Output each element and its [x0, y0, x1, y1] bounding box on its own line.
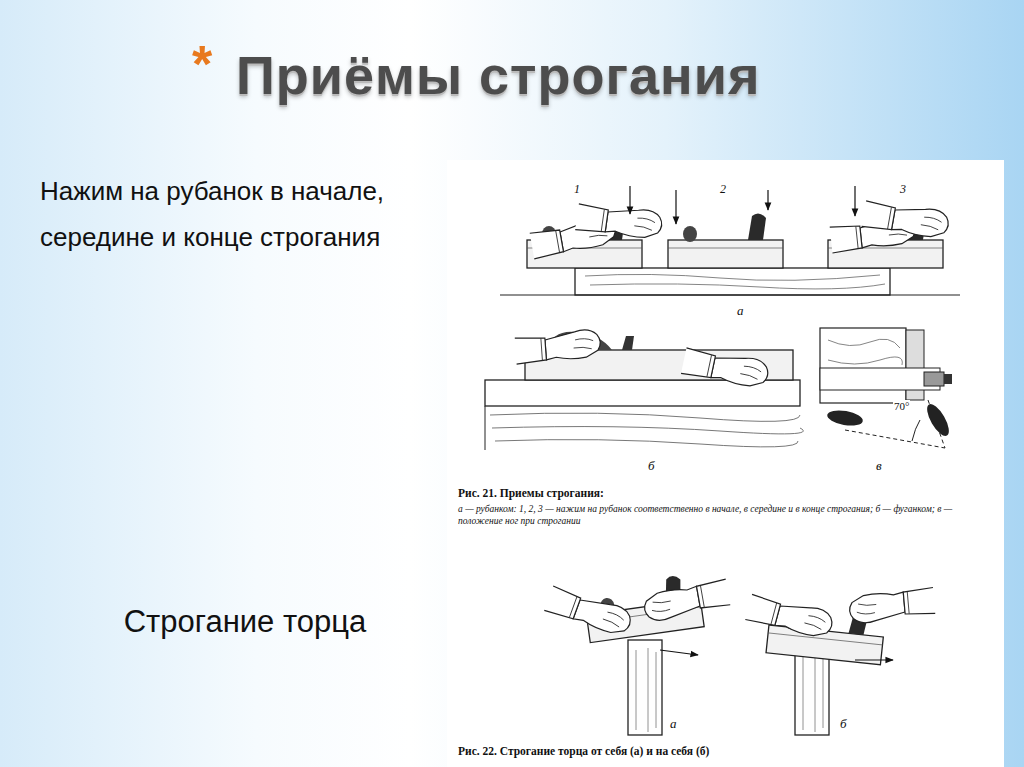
figure-letter: б [840, 716, 847, 732]
callout-number: 3 [900, 182, 906, 197]
slide-text: Нажим на рубанок в начале, середине и ко… [40, 168, 435, 260]
figure-letter: б [648, 458, 655, 474]
figure-letter: а [670, 716, 677, 732]
figure-letter: в [876, 458, 882, 474]
figure-letter: а [737, 303, 744, 319]
angle-label: 70° [893, 400, 910, 412]
figure-caption: а — рубанком: 1, 2, 3 — нажим на рубанок… [458, 503, 993, 527]
figure-caption: Рис. 22. Строгание торца от себя (а) и н… [458, 745, 709, 757]
bullet-star: * [192, 34, 212, 94]
callout-number: 1 [574, 182, 580, 197]
figure-caption: Рис. 21. Приемы строгания: [458, 487, 604, 499]
slide-text: Строгание торца [120, 597, 370, 647]
callout-number: 2 [720, 182, 726, 197]
slide-title: Приёмы строгания [236, 44, 760, 106]
